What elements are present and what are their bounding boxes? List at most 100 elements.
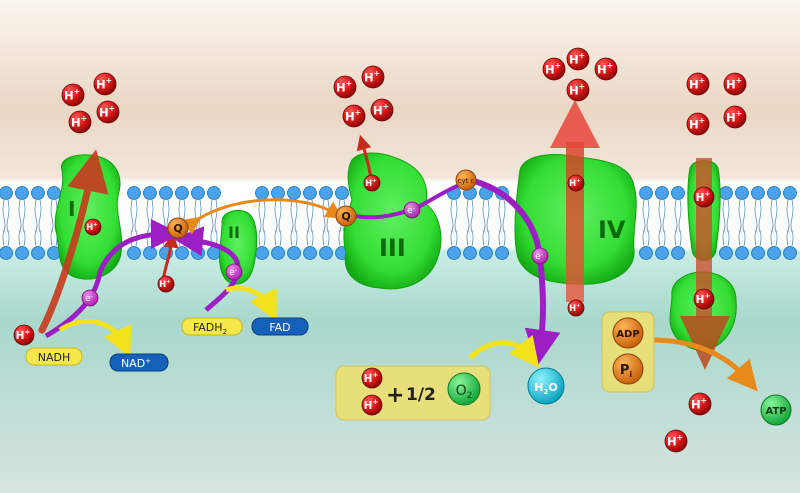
fad-label: FAD: [269, 321, 290, 334]
lipid-tail: [22, 199, 26, 233]
proton-symbol: H+: [545, 61, 561, 77]
proton: H+: [68, 110, 92, 134]
lipid-head-top: [159, 186, 173, 200]
proton-symbol: H+: [71, 114, 87, 129]
lipid-tail: [722, 199, 726, 233]
lipid-tail: [450, 199, 454, 233]
proton: H+: [566, 47, 590, 71]
complex-ii-label: II: [228, 223, 240, 242]
proton: H+: [361, 65, 385, 89]
proton: H+: [370, 98, 394, 122]
lipid-head-bottom: [15, 246, 29, 260]
cytochrome-c-label: cyt c: [458, 177, 475, 185]
lipid-head-top: [719, 186, 733, 200]
lipid-tail: [646, 199, 650, 233]
water-label-h: H: [534, 381, 543, 394]
adp-label: ADP: [616, 329, 639, 340]
lipid-tail: [470, 199, 474, 233]
lipid-head-bottom: [127, 246, 141, 260]
proton-symbol: H+: [726, 109, 742, 125]
cytochrome-c: cyt c: [455, 169, 477, 191]
lipid-tail: [18, 199, 22, 233]
lipid-tail: [130, 199, 134, 233]
atp-synthesis-arrow: [651, 337, 758, 392]
lipid-tail: [642, 199, 646, 233]
proton: H+: [688, 392, 712, 416]
proton-symbol: H+: [569, 51, 585, 67]
lipid-head-bottom: [495, 246, 509, 260]
proton: H+: [96, 100, 120, 124]
nad-plus-pill: NAD+: [109, 353, 169, 372]
lipid-head-top: [191, 186, 205, 200]
proton: H+: [361, 394, 383, 416]
lipid-tail: [7, 229, 10, 247]
oxygen-label: O: [456, 383, 467, 399]
lipid-tail: [726, 199, 730, 233]
electron: e-: [531, 247, 549, 265]
lipid-tail: [642, 229, 645, 247]
proton-symbol: H+: [597, 61, 613, 77]
lipid-head-top: [143, 186, 157, 200]
svg-text:O2: O2: [456, 383, 473, 401]
fadh2-pill: FADH2: [181, 317, 243, 336]
lipid-head-bottom: [287, 246, 301, 260]
lipid-tail: [679, 229, 682, 247]
proton: H+: [566, 78, 590, 102]
fad-pill: FAD: [251, 317, 309, 336]
lipid-head-bottom: [783, 246, 797, 260]
complex-iv-label: IV: [598, 216, 626, 244]
lipid-tail: [498, 229, 501, 247]
water-label-o: O: [548, 381, 557, 394]
lipid-head-bottom: [0, 246, 13, 260]
lipid-tail: [486, 199, 490, 233]
lipid-head-bottom: [447, 246, 461, 260]
lipid-tail: [482, 199, 486, 233]
proton: H+: [594, 57, 618, 81]
lipid-tail: [466, 229, 469, 247]
proton-symbol: H+: [726, 76, 742, 92]
lipid-head-bottom: [719, 246, 733, 260]
proton: H+: [567, 299, 585, 317]
quinone-label-1: Q: [173, 222, 182, 235]
svg-text:Pi: Pi: [620, 363, 633, 379]
lipid-tail: [502, 199, 506, 233]
nad-plus-label: NAD: [121, 357, 145, 370]
lipid-tail: [50, 229, 53, 247]
lipid-head-bottom: [751, 246, 765, 260]
complex-i-proton-arrow: [38, 149, 109, 334]
lipid-tail: [647, 229, 650, 247]
lipid-tail: [738, 229, 741, 247]
lipid-tail: [6, 199, 10, 233]
proton-symbol: H+: [345, 108, 361, 124]
proton: H+: [686, 112, 710, 136]
lipid-head-bottom: [271, 246, 285, 260]
proton: H+: [664, 429, 688, 453]
proton-symbol: H+: [373, 102, 389, 118]
lipid-head-bottom: [143, 246, 157, 260]
adp-molecule: [612, 317, 644, 349]
proton: H+: [157, 275, 175, 293]
quinone-carrier-1: Q: [167, 217, 189, 239]
proton: H+: [61, 83, 85, 107]
lipid-tail: [471, 229, 474, 247]
lipid-tail: [50, 199, 54, 233]
lipid-tail: [754, 199, 758, 233]
electron-symbol: e-: [85, 293, 93, 304]
lipid-tail: [786, 229, 789, 247]
oxygen-reaction-box: + 1/2 O2: [335, 365, 491, 421]
lipid-head-top: [751, 186, 765, 200]
lipid-tail: [487, 229, 490, 247]
lipid-tail: [770, 229, 773, 247]
lipid-tail: [134, 199, 138, 233]
lipid-head-top: [271, 186, 285, 200]
lipid-tail: [759, 229, 762, 247]
lipid-tail: [130, 229, 133, 247]
lipid-head-bottom: [639, 246, 653, 260]
lipid-head-top: [175, 186, 189, 200]
lipid-tail: [754, 229, 757, 247]
proton-symbol: H+: [569, 178, 581, 188]
lipid-head-top: [671, 186, 685, 200]
atp-label: ATP: [765, 406, 786, 417]
electron: e-: [225, 263, 243, 281]
proton-symbol: H+: [689, 76, 705, 92]
